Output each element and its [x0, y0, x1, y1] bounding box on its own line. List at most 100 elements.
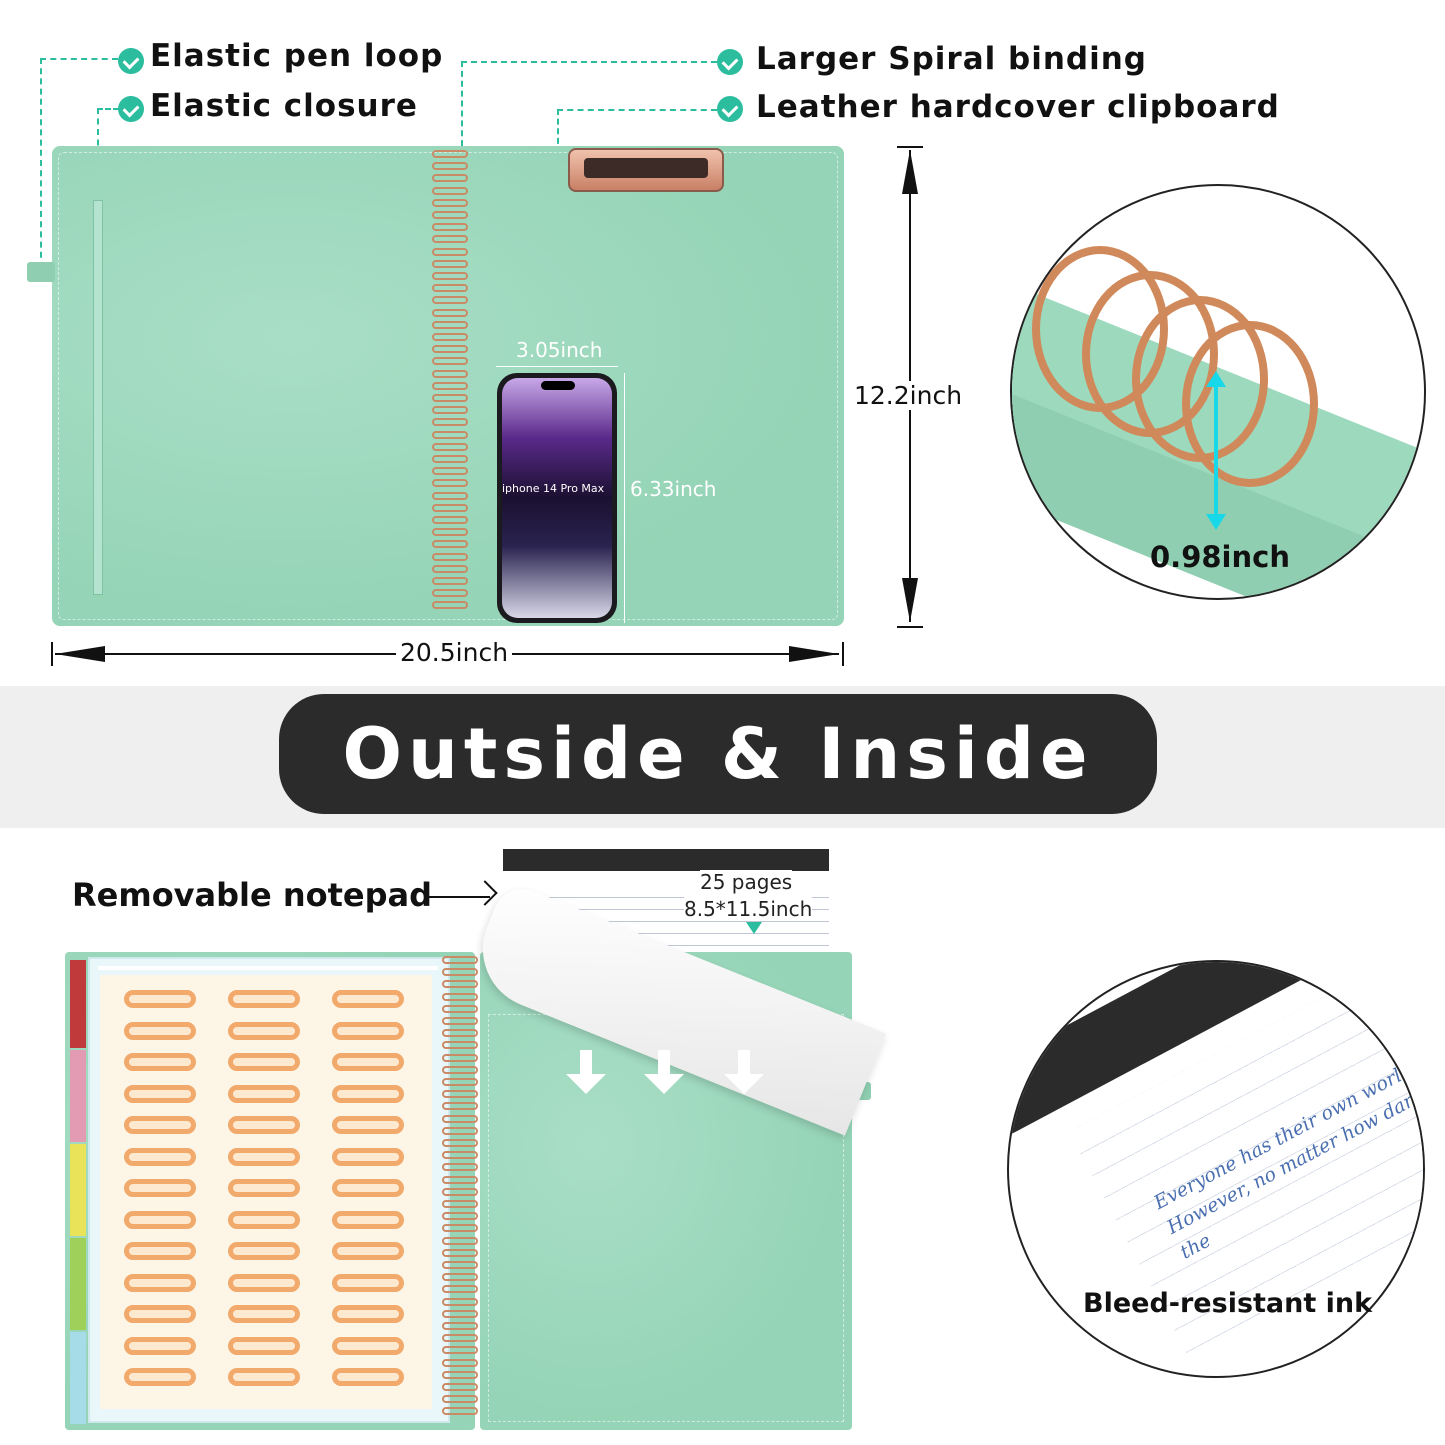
coil-ring — [432, 247, 468, 256]
callout-closure: Elastic closure — [150, 88, 418, 124]
coil-ring — [432, 259, 468, 268]
binder-open-outside — [52, 146, 844, 626]
coil-ring — [442, 980, 478, 989]
callout-clipboard: Leather hardcover clipboard — [756, 89, 1280, 125]
sticker-slot — [124, 1021, 196, 1040]
coil-ring — [432, 381, 468, 390]
arrow-left-icon — [55, 646, 105, 662]
coil-ring — [432, 503, 468, 512]
ring-size-label: 0.98inch — [1150, 540, 1290, 574]
sticker-slot — [228, 1273, 300, 1292]
clipboard-leader-h — [557, 109, 717, 111]
sticker-slot — [332, 1179, 404, 1197]
divider-tab-blue[interactable] — [70, 1332, 86, 1424]
coil-ring — [432, 357, 468, 366]
coil-ring — [432, 601, 468, 610]
coil-ring — [442, 1273, 478, 1282]
coil-ring — [432, 455, 468, 463]
coil-ring — [432, 198, 468, 207]
coil-ring — [442, 992, 478, 1001]
pen-loop-leader-v — [40, 58, 42, 268]
coil-ring — [442, 1200, 478, 1208]
phone-label: iphone 14 Pro Max — [502, 482, 605, 495]
sticker-slot — [228, 1053, 300, 1071]
coil-ring — [442, 1334, 478, 1343]
sticker-slot — [228, 1116, 300, 1134]
coil-ring — [432, 345, 468, 354]
divider-tab-yellow[interactable] — [70, 1144, 86, 1236]
ink-detail-circle: Everyone has their own world However, no… — [1007, 960, 1425, 1378]
check-icon — [717, 49, 743, 75]
coil-ring — [442, 1309, 478, 1318]
coil-ring — [442, 1395, 478, 1404]
coil-ring — [442, 1163, 478, 1172]
sticker-slot — [124, 1116, 196, 1134]
clipboard-clip — [568, 148, 724, 192]
ink-label: Bleed-resistant ink — [1083, 1288, 1373, 1319]
sticker-slot — [124, 1242, 196, 1260]
coil-ring — [442, 1017, 478, 1025]
coil-ring — [442, 1078, 478, 1086]
sticker-slot — [228, 1147, 300, 1166]
coil-ring — [432, 528, 468, 537]
sticker-slot — [228, 1210, 300, 1229]
down-arrow-icon — [566, 1050, 606, 1094]
sticker-slot — [124, 1273, 196, 1292]
coil-ring — [442, 1114, 478, 1123]
sticker-slot — [124, 1084, 196, 1103]
sticker-slot — [228, 1368, 300, 1386]
closure-leader-h — [97, 108, 119, 110]
coil-ring — [432, 552, 468, 561]
coil-ring — [432, 577, 468, 585]
coil-ring — [442, 1407, 478, 1416]
coil-ring — [432, 479, 468, 488]
coil-ring — [432, 467, 468, 476]
spiral-leader-h — [461, 61, 717, 63]
coil-ring — [442, 1187, 478, 1196]
coil-ring — [442, 1102, 478, 1111]
sticker-slot — [332, 1273, 404, 1292]
coil-ring — [442, 1248, 478, 1257]
sticker-slot — [332, 1242, 404, 1260]
check-icon — [717, 96, 743, 122]
coil-ring — [442, 968, 478, 977]
coil-ring — [432, 284, 468, 293]
sticker-slot — [124, 1336, 196, 1355]
divider-tab-green[interactable] — [70, 1238, 86, 1330]
sticker-slot — [332, 1305, 404, 1323]
banner-pill: Outside & Inside — [279, 694, 1157, 814]
coil-ring — [432, 333, 468, 341]
coil-ring — [432, 516, 468, 524]
sticker-slot — [332, 990, 404, 1008]
divider-tab-pink[interactable] — [70, 1050, 86, 1142]
coil-ring — [442, 1090, 478, 1099]
arrow-up-icon — [902, 150, 918, 194]
coil-ring — [432, 174, 468, 183]
coil-ring — [432, 430, 468, 439]
check-icon — [118, 96, 144, 122]
callout-pen-loop: Elastic pen loop — [150, 38, 444, 74]
sticker-slot — [332, 1053, 404, 1071]
coil-ring — [442, 1053, 478, 1062]
ring-detail-circle — [1010, 184, 1426, 600]
coil-ring — [432, 418, 468, 427]
down-arrow-icon — [644, 1050, 684, 1094]
coil-ring — [442, 1322, 478, 1330]
spiral-leader-v — [461, 61, 463, 156]
sticker-slot — [332, 1147, 404, 1166]
coil-ring — [442, 1212, 478, 1221]
coil-ring — [432, 320, 468, 329]
pen-loop — [27, 262, 55, 282]
check-icon — [118, 48, 144, 74]
coil-ring — [442, 1383, 478, 1391]
width-cap-left — [51, 642, 53, 666]
coil-ring — [442, 1297, 478, 1306]
divider-tab-red[interactable] — [70, 960, 86, 1048]
sticker-slot — [228, 1305, 300, 1323]
coil-ring — [432, 564, 468, 573]
sticker-slot — [228, 1336, 300, 1355]
coil-ring — [432, 369, 468, 378]
arrow-right-icon — [472, 880, 498, 906]
coil-ring — [442, 1004, 478, 1013]
sticker-slot — [228, 1179, 300, 1197]
